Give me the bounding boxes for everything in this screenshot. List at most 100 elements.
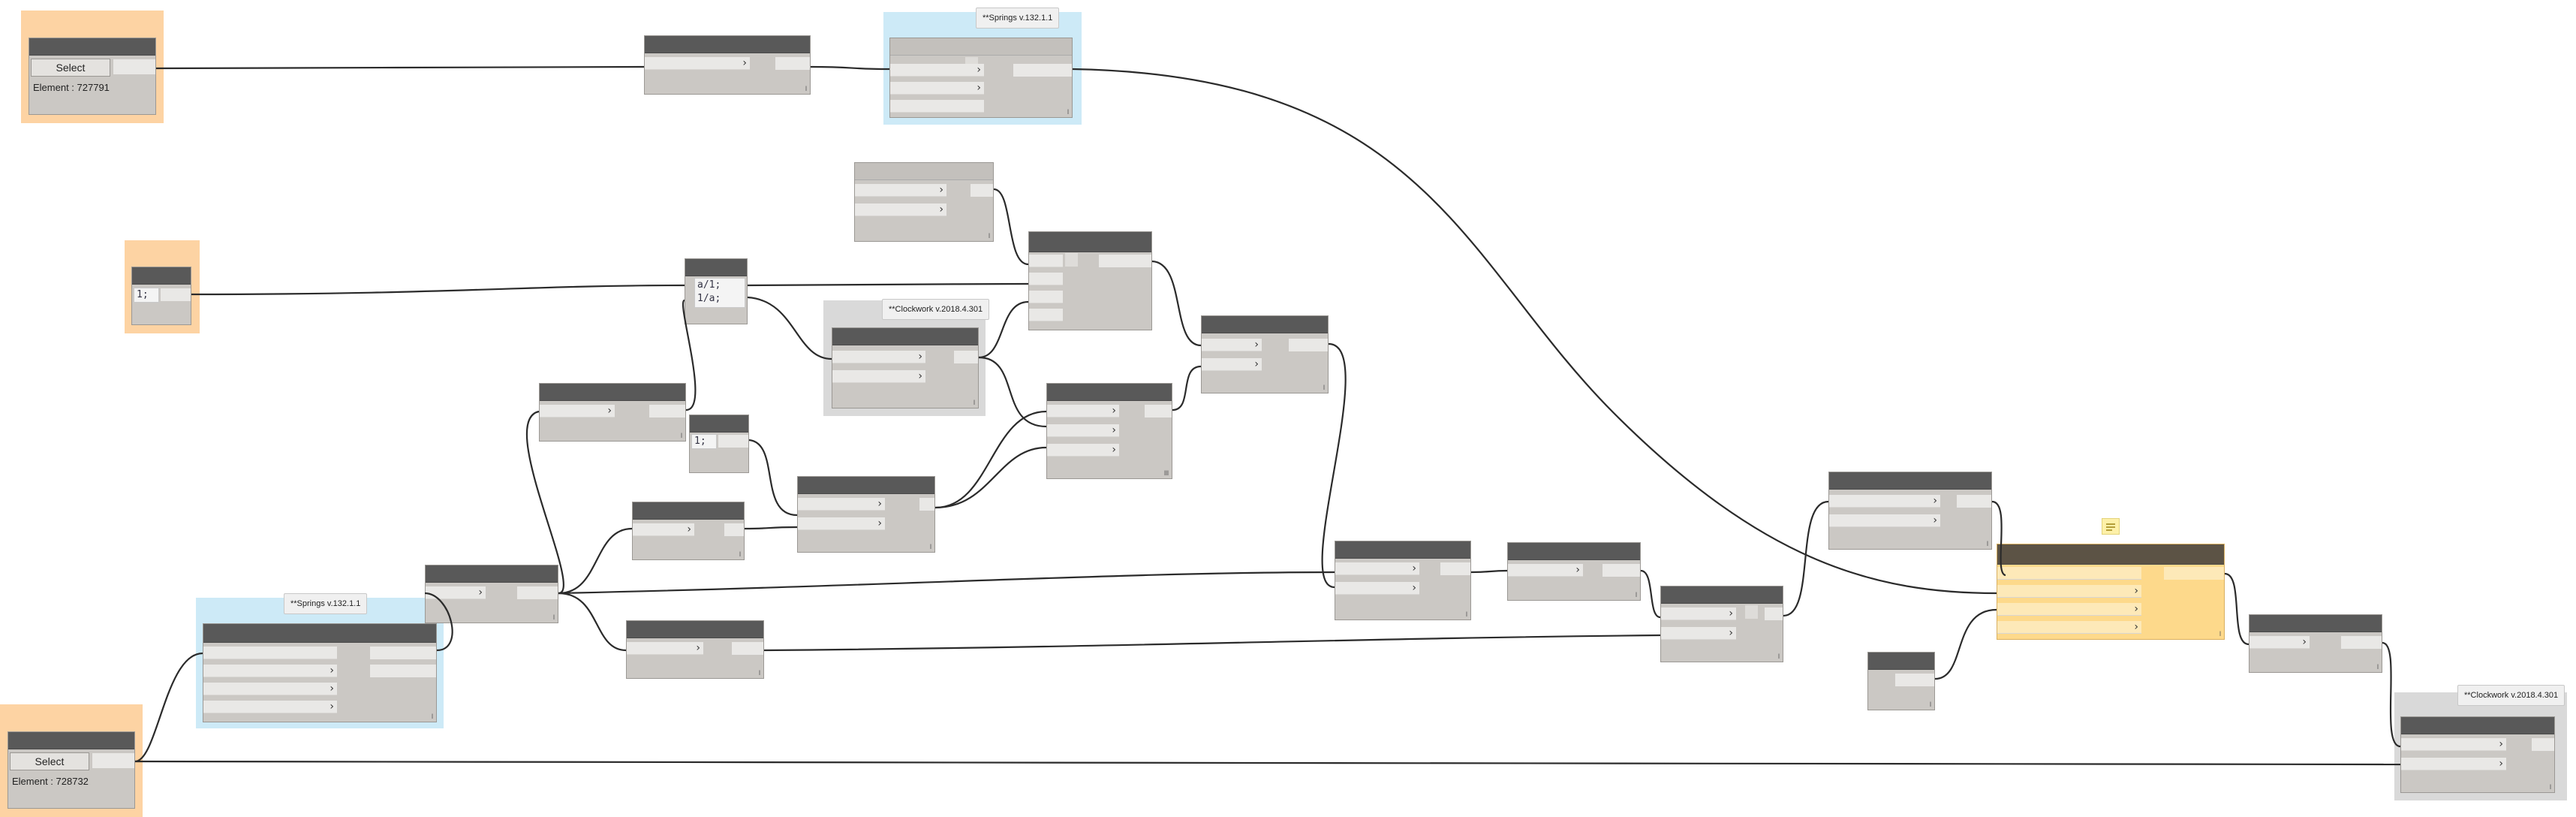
connector-wire[interactable] [1151,260,1202,347]
output-port[interactable] [2532,738,2554,751]
input-port[interactable]: › [203,683,337,695]
output-port[interactable] [370,665,436,677]
output-port[interactable] [1440,562,1470,575]
connector-wire[interactable] [558,571,1335,595]
input-port[interactable]: › [855,184,946,197]
node-header[interactable] [645,36,810,53]
output-port[interactable] [161,288,191,301]
node-d[interactable]: › › l [1201,315,1329,393]
output-port[interactable] [954,351,978,363]
input-port[interactable]: › [1508,564,1583,577]
output-port[interactable] [1145,405,1172,418]
input-port[interactable]: › [1047,424,1119,437]
output-port[interactable] [517,586,558,599]
connector-wire[interactable] [978,356,1047,428]
output-port[interactable] [1895,674,1934,686]
input-port[interactable]: › [2249,636,2310,649]
input-port[interactable]: › [426,586,486,599]
node-header[interactable] [627,621,763,638]
node-header[interactable] [633,502,744,520]
node-header[interactable] [1029,232,1151,252]
input-port[interactable]: › [1997,621,2141,634]
input-port[interactable]: › [1202,339,1262,351]
input-port[interactable]: › [890,82,984,95]
connector-wire[interactable] [744,526,798,530]
node-header[interactable] [1997,544,2224,565]
input-port[interactable]: › [1661,607,1736,620]
input-port[interactable]: › [203,701,337,713]
output-port[interactable] [1765,607,1783,620]
code-editor[interactable]: 1; [691,434,717,449]
input-port[interactable]: › [2401,758,2506,770]
connector-wire[interactable] [993,188,1029,266]
input-port[interactable]: › [1661,627,1736,640]
input-port[interactable]: › [832,351,925,363]
connector-wire[interactable] [558,592,627,652]
code-editor[interactable]: 1; [134,288,159,303]
input-port[interactable]: › [1335,582,1419,595]
node-header[interactable] [1508,543,1640,560]
node-k[interactable]: › › l [1335,541,1471,620]
input-port[interactable]: › [832,370,925,383]
node-p[interactable]: › l [2249,614,2382,673]
node-header[interactable] [1661,586,1783,604]
node-c[interactable] [1028,231,1152,330]
node-header[interactable] [798,477,934,494]
input-port[interactable]: › [1335,562,1419,575]
input-port[interactable]: › [1047,444,1119,457]
select-element-node-top[interactable]: Select Element : 727791 [29,38,156,115]
node-g[interactable]: › l [632,502,745,560]
connector-wire[interactable] [155,65,645,70]
node-header[interactable] [890,38,1072,56]
node-header[interactable] [426,565,558,583]
input-port[interactable] [203,647,337,659]
note-icon[interactable] [2102,518,2120,535]
input-port[interactable] [1029,255,1063,267]
input-port[interactable]: › [890,64,984,77]
output-port[interactable] [971,184,993,197]
input-port[interactable]: › [645,57,750,70]
connector-wire[interactable] [134,652,203,763]
node-j[interactable]: › l [626,620,764,679]
select-button[interactable]: Select [10,752,89,770]
node-header[interactable] [855,163,993,180]
connector-wire[interactable] [810,65,890,71]
select-element-node-bottom[interactable]: Select Element : 728732 [8,731,135,809]
connector-wire[interactable] [934,410,1047,509]
output-port[interactable] [919,498,934,511]
input-port[interactable]: › [855,203,946,216]
code-editor[interactable]: a/1; 1/a; [694,278,745,308]
connector-wire[interactable] [2224,572,2249,646]
input-port[interactable]: › [540,405,615,418]
input-port[interactable]: › [1829,495,1940,508]
node-header[interactable] [8,732,134,749]
input-port[interactable]: › [1997,585,2141,598]
selected-node[interactable]: › › › l [1997,544,2225,640]
output-port[interactable] [1289,339,1328,351]
connector-wire[interactable] [934,446,1047,509]
collapse-tab[interactable] [1065,253,1078,267]
connector-wire[interactable] [748,439,798,517]
node-header[interactable] [203,624,436,643]
node-header[interactable] [1047,384,1172,401]
node-header[interactable] [690,415,748,433]
input-port[interactable] [1029,309,1063,321]
node-e[interactable]: › l [539,383,686,442]
output-port[interactable] [370,647,436,659]
connector-wire[interactable] [558,527,633,595]
input-port[interactable] [1029,291,1063,303]
node-header[interactable] [685,259,747,276]
output-port[interactable] [1099,255,1151,267]
node-m[interactable]: › › l [1660,586,1783,662]
connector-wire[interactable] [763,634,1661,652]
connector-wire[interactable] [1934,608,1997,680]
connector-wire[interactable] [134,760,2401,766]
code-block-small-node[interactable]: 1; [689,415,749,473]
node-header[interactable] [132,267,191,285]
connector-wire[interactable] [1172,365,1202,412]
node-header[interactable] [29,38,155,56]
input-port[interactable]: › [1202,358,1262,371]
node-f[interactable]: › › › lll [1046,383,1172,479]
output-port[interactable] [92,753,134,768]
input-port[interactable]: › [1047,405,1119,418]
